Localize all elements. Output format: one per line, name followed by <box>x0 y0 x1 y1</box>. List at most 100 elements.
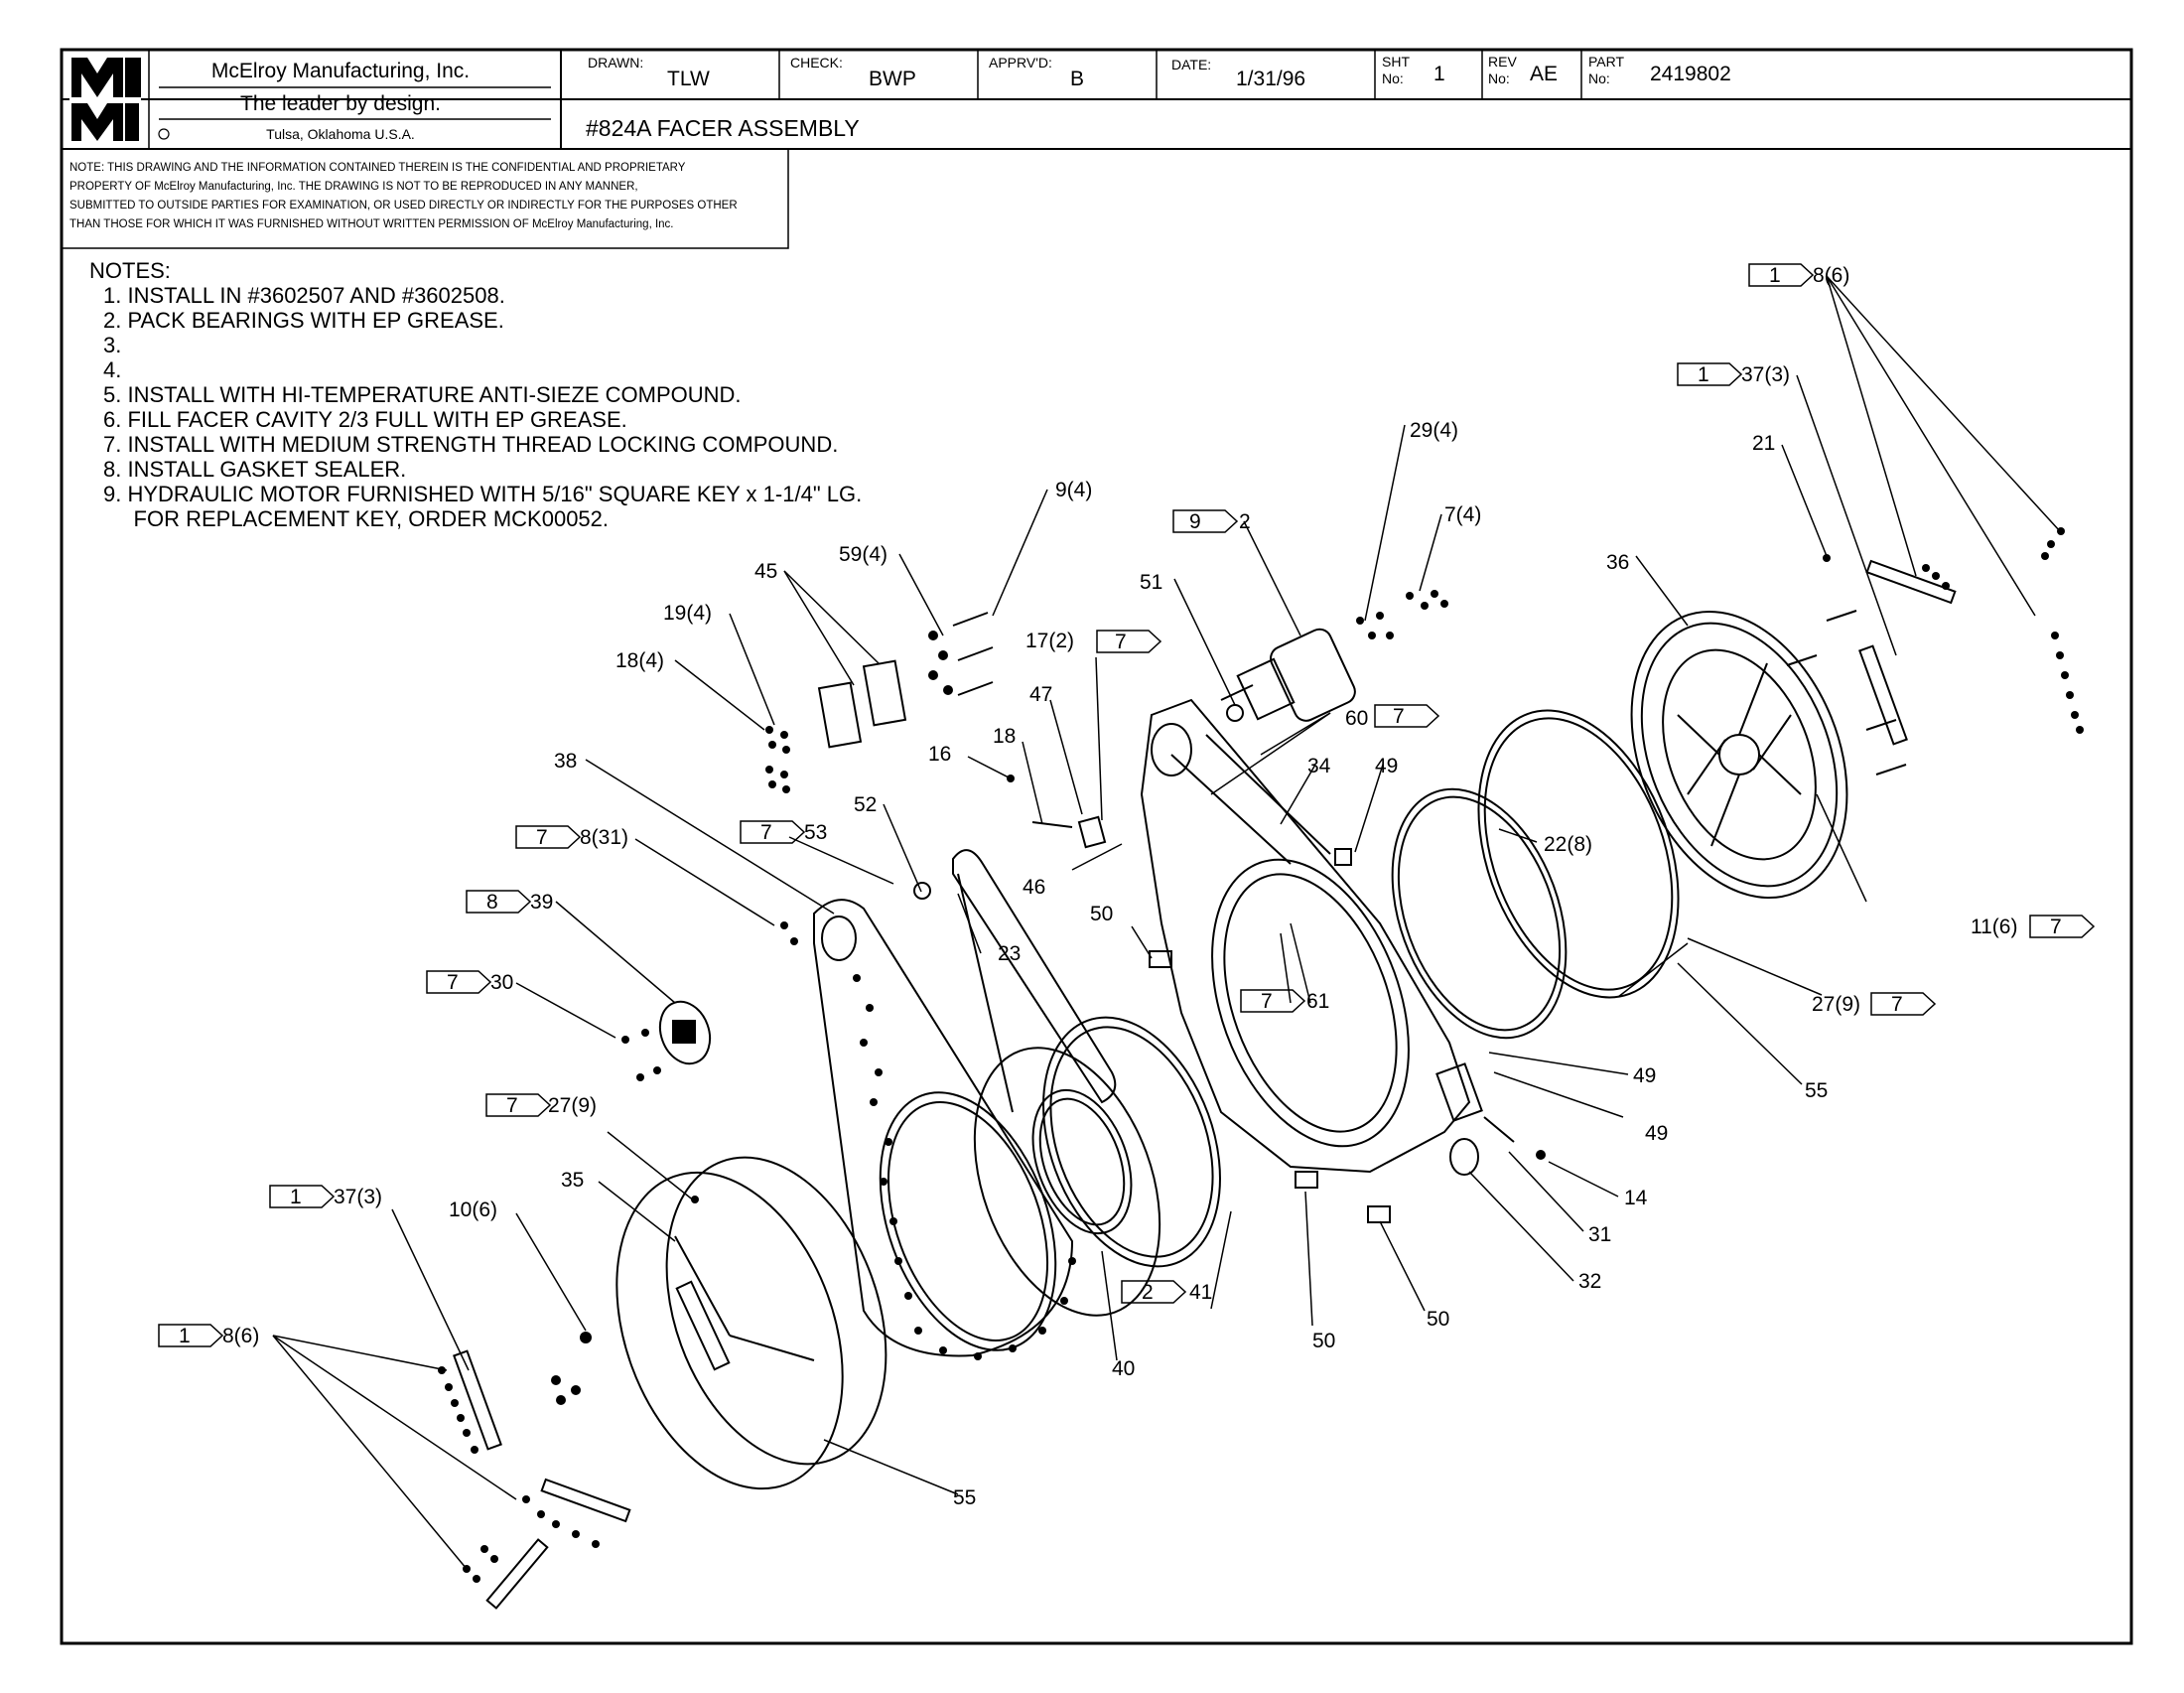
item-callout: 50 <box>1090 903 1113 925</box>
item-callout: 60 <box>1345 707 1368 730</box>
registered-mark-icon <box>158 128 170 140</box>
disclaimer-line: NOTE: THIS DRAWING AND THE INFORMATION C… <box>69 162 686 174</box>
flag-note-number: 1 <box>290 1186 302 1208</box>
item-callout: 55 <box>953 1486 976 1509</box>
item-callout: 34 <box>1307 755 1331 777</box>
bearing-block <box>1077 815 1107 849</box>
washer <box>913 882 931 900</box>
note-item: 7. INSTALL WITH MEDIUM STRENGTH THREAD L… <box>103 432 838 457</box>
drive-belt-edge <box>957 873 1014 1113</box>
o-ring-right-inner <box>1483 717 1674 991</box>
item-callout: 27(9) <box>548 1094 597 1117</box>
item-callout: 61 <box>1306 990 1329 1013</box>
item-callout: 18 <box>993 725 1016 748</box>
item-callout: 8(6) <box>1813 264 1849 287</box>
item-callout: 29(4) <box>1410 419 1458 442</box>
item-callout: 9(4) <box>1055 479 1092 501</box>
sht-label-1: SHT <box>1382 54 1410 70</box>
item-callout: 17(2) <box>1025 630 1074 652</box>
rev-label-1: REV <box>1488 54 1517 70</box>
item-callout: 49 <box>1375 755 1398 777</box>
seal-ring-outer <box>1042 1016 1221 1268</box>
item-callout: 39 <box>530 891 553 914</box>
flag-note-number: 7 <box>2050 916 2062 938</box>
flag-note-number: 7 <box>1891 993 1903 1016</box>
item-callout: 46 <box>1023 876 1045 899</box>
sheet-border <box>60 48 2133 1645</box>
note-item: 8. INSTALL GASKET SEALER. <box>103 457 406 482</box>
gasket-right-inner <box>1397 795 1562 1032</box>
flag-note-number: 7 <box>1115 631 1127 653</box>
sht-label-2: No: <box>1382 71 1404 86</box>
item-callout: 59(4) <box>839 543 887 566</box>
item-callout: 8(6) <box>222 1325 259 1347</box>
item-callout: 11(6) <box>1971 916 2017 938</box>
item-callout: 2 <box>1239 510 1251 533</box>
gasket-plate <box>817 681 863 749</box>
item-callout: 27(9) <box>1812 993 1860 1016</box>
blade-left <box>453 1349 502 1451</box>
blade-left-lower <box>540 1478 631 1523</box>
item-callout: 50 <box>1427 1308 1449 1331</box>
leader-lines <box>272 275 2061 1570</box>
item-callout: 37(3) <box>334 1186 382 1208</box>
flag-note-number: 8 <box>486 891 498 914</box>
note-item: 9. HYDRAULIC MOTOR FURNISHED WITH 5/16" … <box>103 482 862 506</box>
item-callout: 55 <box>1805 1079 1828 1102</box>
disclaimer-line: PROPERTY OF McElroy Manufacturing, Inc. … <box>69 181 638 193</box>
item-callout: 41 <box>1189 1281 1212 1304</box>
flag-note-number: 7 <box>1261 990 1273 1013</box>
drawn-label: DRAWN: <box>588 55 643 71</box>
grease-fitting <box>1449 1138 1479 1176</box>
item-callout: 50 <box>1312 1330 1335 1352</box>
note-item: 3. <box>103 333 121 357</box>
flag-note-number: 1 <box>1769 264 1781 287</box>
drive-belt <box>952 849 1117 1104</box>
note-flags <box>158 263 2096 1347</box>
part-label-1: PART <box>1588 54 1624 70</box>
date-label: DATE: <box>1171 57 1211 72</box>
facer-housing <box>1140 698 1483 1174</box>
company-logo <box>69 55 141 144</box>
sht-value: 1 <box>1433 63 1445 85</box>
item-callout: 7(4) <box>1444 503 1481 526</box>
item-callout: 52 <box>854 793 877 816</box>
exploded-view <box>453 559 1957 1610</box>
stud <box>1295 1171 1318 1189</box>
item-callout: 22(8) <box>1544 833 1592 856</box>
gasket-right-outer <box>1391 787 1568 1040</box>
part-value: 2419802 <box>1650 63 1731 85</box>
flag-note-number: 1 <box>179 1325 191 1347</box>
flag-note-number: 7 <box>1393 705 1405 728</box>
item-callout: 37(3) <box>1741 363 1790 386</box>
item-callout: 49 <box>1645 1122 1668 1145</box>
item-callout: 30 <box>490 971 513 994</box>
date-value: 1/31/96 <box>1236 68 1305 90</box>
bearing-plate-outer <box>973 1047 1161 1317</box>
stud <box>1334 848 1352 866</box>
bolt <box>1875 764 1907 776</box>
o-ring-right-outer <box>1477 709 1680 999</box>
item-callout: 32 <box>1578 1270 1601 1293</box>
item-callout: 10(6) <box>449 1199 497 1221</box>
item-callout: 21 <box>1752 432 1775 455</box>
note-item: 1. INSTALL IN #3602507 AND #3602508. <box>103 283 505 308</box>
bolt <box>1865 719 1897 731</box>
part-label-2: No: <box>1588 71 1610 86</box>
company-location: Tulsa, Oklahoma U.S.A. <box>266 126 415 142</box>
flag-note-number: 7 <box>447 971 459 994</box>
note-item: 6. FILL FACER CAVITY 2/3 FULL WITH EP GR… <box>103 407 627 432</box>
apprvd-value: B <box>1070 68 1084 90</box>
screw <box>957 681 994 696</box>
check-value: BWP <box>869 68 916 90</box>
item-callout: 16 <box>928 743 951 766</box>
item-callout: 8(31) <box>580 826 628 849</box>
hardware-dots <box>438 527 2084 1583</box>
apprvd-label: APPRV'D: <box>989 55 1052 71</box>
washer <box>1226 704 1244 722</box>
rev-label-2: No: <box>1488 71 1510 86</box>
drawing-title: #824A FACER ASSEMBLY <box>586 115 860 141</box>
flag-note-number: 7 <box>536 826 548 849</box>
drawn-value: TLW <box>667 68 710 90</box>
